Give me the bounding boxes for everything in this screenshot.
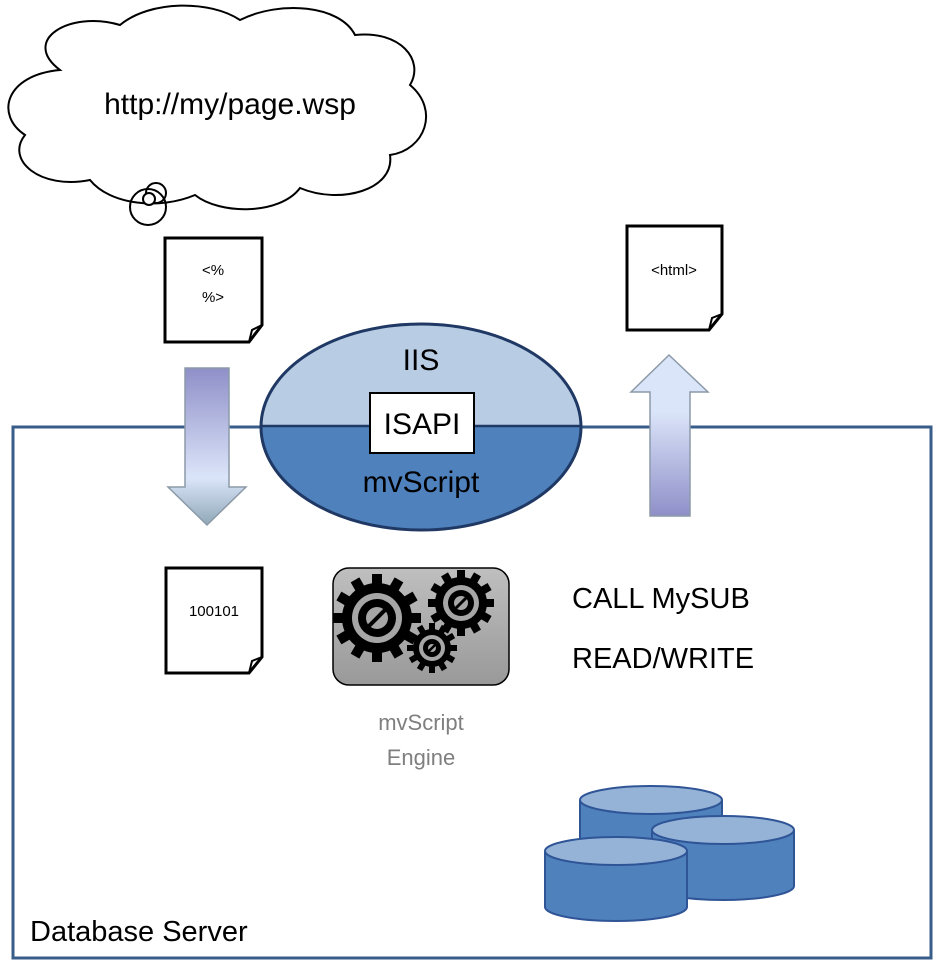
database-server-label: Database Server [30,916,248,948]
mvscript-label: mvScript [363,466,480,499]
isapi-label: ISAPI [384,408,461,441]
iis-mvscript-ellipse: IIS ISAPI mvScript [259,322,583,532]
medium-gear-icon [428,570,494,636]
database-cylinders-icon [544,785,795,922]
engine-label-line2: Engine [387,745,456,770]
mvscript-engine-icon: mvScript Engine [332,567,510,770]
html-tag-text: <html> [651,262,697,279]
url-thought-cloud: http://my/page.wsp [7,4,428,226]
large-gear-icon [333,574,421,662]
binary-document-icon: 100101 [164,566,264,675]
engine-label-line1: mvScript [378,710,464,735]
script-open-tag: <% [202,262,224,279]
iis-label: IIS [403,344,440,377]
binary-text: 100101 [189,603,239,620]
read-write-label: READ/WRITE [572,643,754,675]
database-cylinder-front [544,836,688,922]
request-down-arrow [166,367,248,527]
script-document-icon: <% %> [163,236,264,344]
html-document-icon: <html> [625,224,724,332]
call-mysub-label: CALL MySUB [572,583,750,615]
small-gear-icon [407,623,457,673]
url-text: http://my/page.wsp [104,88,356,121]
script-close-tag: %> [202,289,224,306]
response-up-arrow [629,353,710,517]
